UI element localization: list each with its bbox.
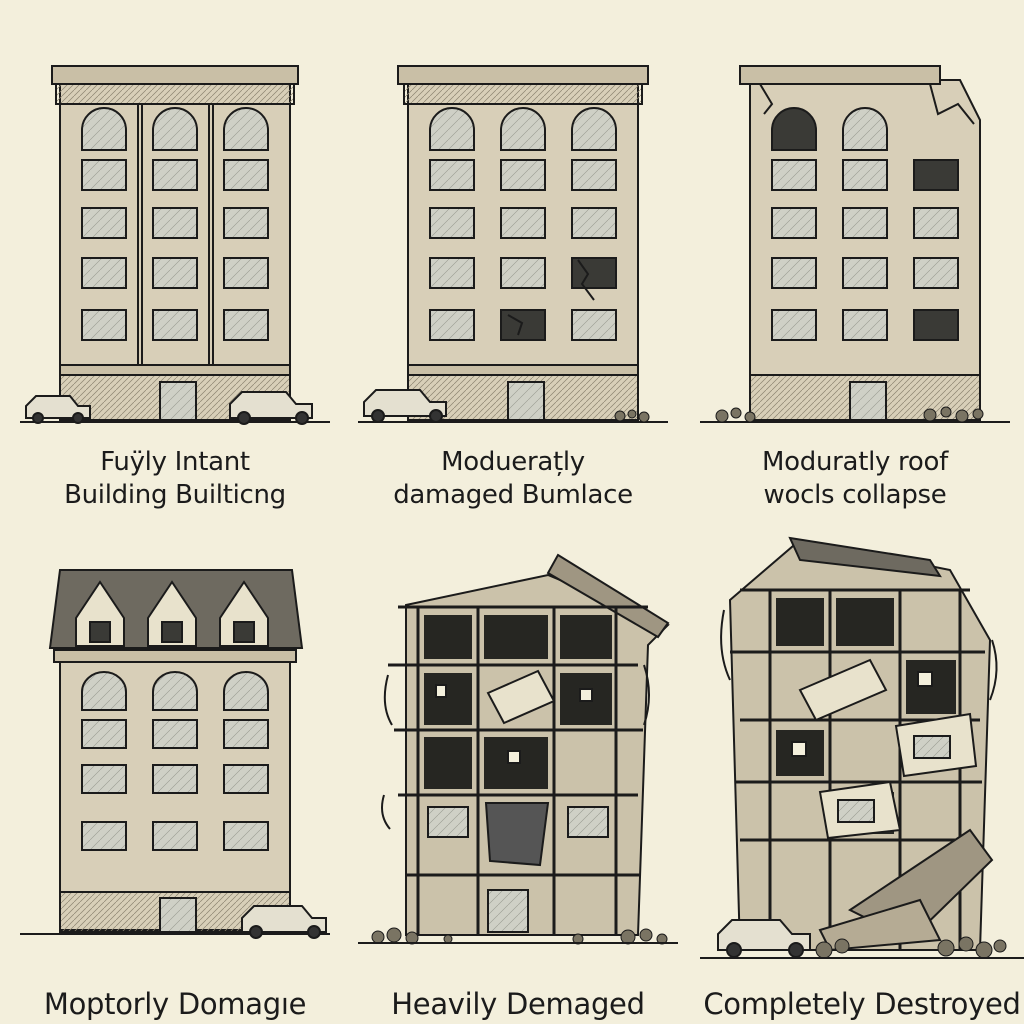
moderately-damaged-building-illustration [358,65,668,423]
intact-building-illustration [20,65,330,425]
panel-moderately-damaged: Moduerațly damaged Bumlace [358,60,668,520]
car-icon [241,905,327,939]
car-icon [25,395,91,424]
heavily-damaged-building-illustration [358,553,678,945]
car-icon [363,389,447,423]
panel-caption: Heavily Demaged [358,988,678,1021]
panel-caption: Moduratly roof wocls collapse [700,446,1010,512]
panel-heavily-damaged: Heavily Demaged [358,545,678,1024]
panel-caption: Moptorly Domagıe [20,988,330,1021]
car-icon [229,391,313,425]
caption-line: Building Builticng [64,480,286,510]
caption-line: Fuÿly Intant [100,447,250,477]
panel-caption: Moduerațly damaged Bumlace [358,446,668,512]
roof-collapse-building-illustration [700,65,1010,423]
rubble-icon [815,936,1007,959]
rubble-icon [371,927,668,945]
rubble-icon [715,406,984,423]
panel-roof-collapse: Moduratly roof wocls collapse [700,60,1010,520]
caption-line: wocls collapse [763,480,947,510]
caption-line: Heavily Demaged [391,987,645,1021]
caption-line: damaged Bumlace [393,480,633,510]
car-icon [717,919,811,958]
caption-line: Moptorly Domagıe [43,987,307,1021]
panel-caption: Fuÿly Intant Building Builticng [20,446,330,512]
caption-line: Moduerațly [441,447,585,477]
caption-line: Completely Destroyed [703,987,1021,1021]
dormer-building-illustration [20,569,330,939]
panel-dormer-building: Moptorly Domagıe [20,560,330,1024]
destroyed-building-illustration [700,536,1024,959]
panel-caption: Completely Destroyed [700,988,1024,1021]
panel-completely-destroyed: Completely Destroyed [700,530,1024,1024]
caption-line: Moduratly roof [762,447,948,477]
panel-fully-intact: Fuÿly Intant Building Builticng [20,60,330,520]
rubble-icon [614,409,650,423]
